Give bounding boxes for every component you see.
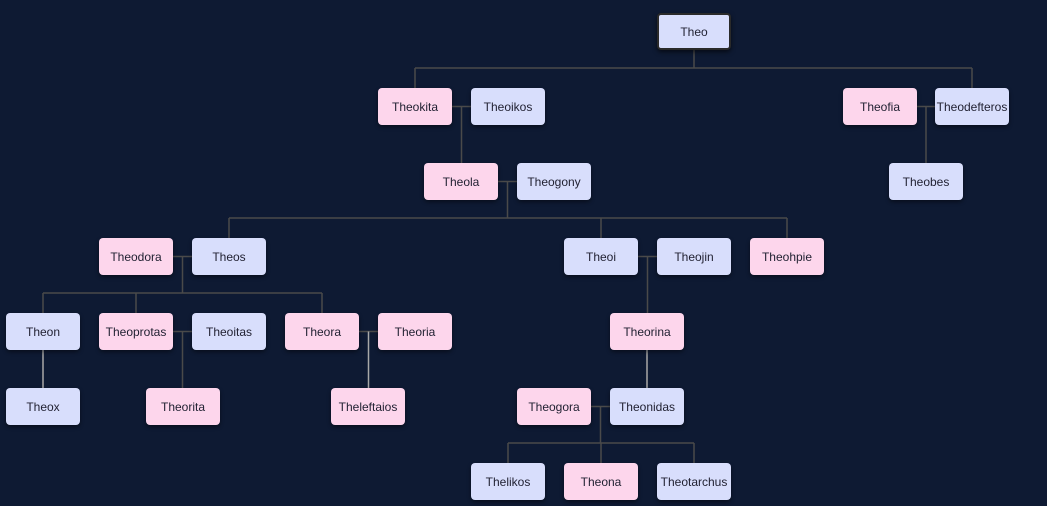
person-name: Theokita xyxy=(391,99,439,114)
person-name: Theo xyxy=(680,24,708,39)
person-name: Theogony xyxy=(527,174,581,189)
person-name: Theonidas xyxy=(618,399,676,414)
person-name: Theofia xyxy=(859,99,901,114)
person-node-theokita[interactable]: Theokita xyxy=(378,88,452,125)
person-node-theo[interactable]: Theo xyxy=(657,13,731,50)
person-name: Theona xyxy=(580,474,622,489)
person-node-theotarchus[interactable]: Theotarchus xyxy=(657,463,731,500)
person-name: Theogora xyxy=(528,399,580,414)
person-node-theodefteros[interactable]: Theodefteros xyxy=(935,88,1009,125)
person-name: Theon xyxy=(25,324,61,339)
person-node-theonidas[interactable]: Theonidas xyxy=(610,388,684,425)
person-name: Theodefteros xyxy=(936,99,1008,114)
person-name: Theoikos xyxy=(483,99,533,114)
person-name: Thelikos xyxy=(485,474,531,489)
person-node-theola[interactable]: Theola xyxy=(424,163,498,200)
person-node-thelikos[interactable]: Thelikos xyxy=(471,463,545,500)
person-node-theleftaios[interactable]: Theleftaios xyxy=(331,388,405,425)
person-name: Theoria xyxy=(394,324,436,339)
person-node-theoria[interactable]: Theoria xyxy=(378,313,452,350)
person-node-theodora[interactable]: Theodora xyxy=(99,238,173,275)
person-name: Theora xyxy=(302,324,342,339)
person-node-theoprotas[interactable]: Theoprotas xyxy=(99,313,173,350)
person-name: Theohpie xyxy=(761,249,813,264)
person-name: Theleftaios xyxy=(338,399,398,414)
person-node-theobes[interactable]: Theobes xyxy=(889,163,963,200)
person-node-theora[interactable]: Theora xyxy=(285,313,359,350)
person-node-theoi[interactable]: Theoi xyxy=(564,238,638,275)
person-name: Theola xyxy=(442,174,480,189)
person-node-theox[interactable]: Theox xyxy=(6,388,80,425)
person-node-theoitas[interactable]: Theoitas xyxy=(192,313,266,350)
person-name: Theobes xyxy=(902,174,950,189)
person-name: Theox xyxy=(26,399,60,414)
person-name: Theorina xyxy=(623,324,671,339)
person-name: Theoi xyxy=(585,249,617,264)
person-name: Theoitas xyxy=(205,324,253,339)
person-node-theos[interactable]: Theos xyxy=(192,238,266,275)
person-name: Theojin xyxy=(674,249,714,264)
person-node-theorina[interactable]: Theorina xyxy=(610,313,684,350)
person-node-theogora[interactable]: Theogora xyxy=(517,388,591,425)
person-name: Theotarchus xyxy=(660,474,728,489)
person-name: Theoprotas xyxy=(105,324,167,339)
person-node-theohpie[interactable]: Theohpie xyxy=(750,238,824,275)
person-name: Theodora xyxy=(110,249,162,264)
person-node-theona[interactable]: Theona xyxy=(564,463,638,500)
person-node-theojin[interactable]: Theojin xyxy=(657,238,731,275)
person-name: Theorita xyxy=(160,399,206,414)
person-node-theorita[interactable]: Theorita xyxy=(146,388,220,425)
person-node-theon[interactable]: Theon xyxy=(6,313,80,350)
person-node-theoikos[interactable]: Theoikos xyxy=(471,88,545,125)
person-node-theogony[interactable]: Theogony xyxy=(517,163,591,200)
person-node-theofia[interactable]: Theofia xyxy=(843,88,917,125)
person-name: Theos xyxy=(212,249,246,264)
